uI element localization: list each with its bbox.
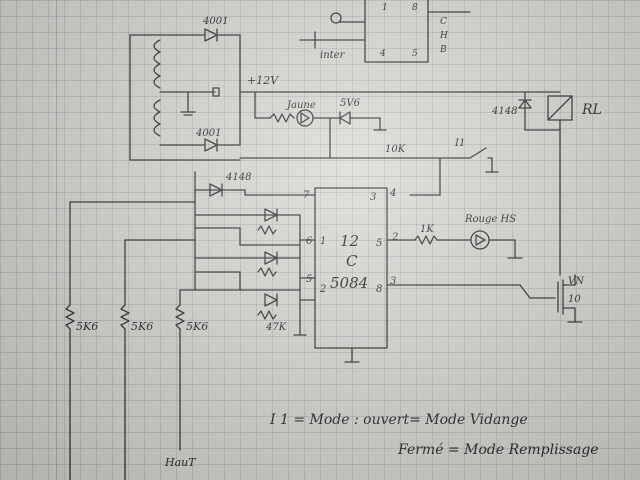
pin-6: 6: [306, 236, 313, 247]
input-network: [69, 171, 316, 336]
label-1k: 1K: [420, 224, 434, 235]
pin-7: 7: [303, 190, 310, 201]
label-rouge: Rouge HS: [464, 214, 516, 225]
ic-text-1: 12: [340, 232, 359, 250]
label-supply: +12V: [247, 74, 279, 87]
top-connector: [299, 0, 471, 63]
pin-out-5: 5: [376, 238, 382, 249]
note-line-2: Fermé = Mode Remplissage: [397, 442, 599, 458]
label-mosfet-num: 10: [568, 294, 581, 305]
label-47k: 47K: [265, 322, 287, 333]
ic-text-2: C: [346, 252, 358, 270]
output-led-circuit: [386, 230, 523, 259]
label-top-b: B: [439, 45, 447, 55]
transformer-coils: [129, 34, 241, 161]
label-4148-ic: 4148: [225, 172, 251, 183]
label-4148-relay: 4148: [491, 106, 517, 117]
label-top-h: H: [439, 31, 448, 41]
label-top-5: 5: [412, 49, 418, 59]
label-haut: HauT: [164, 456, 197, 469]
label-inter: inter: [320, 50, 346, 61]
rectifier-diodes: [180, 28, 241, 152]
ic-body: [314, 187, 388, 349]
pin-1: 1: [320, 236, 326, 247]
label-top-c: C: [440, 17, 447, 27]
label-zener: 5V6: [340, 98, 361, 109]
label-5k6-a: 5K6: [76, 320, 98, 333]
label-relay: RL: [581, 102, 602, 118]
label-i1: I1: [454, 138, 465, 149]
margin-line: [56, 0, 57, 480]
component-labels: 4001 4001 +12V Jaune 5V6 4148 RL 10K I1 …: [76, 3, 602, 469]
pin-out-3: 3: [390, 276, 396, 287]
label-led-jaune: Jaune: [285, 100, 316, 111]
note-line-1: I 1 = Mode : ouvert= Mode Vidange: [269, 412, 528, 428]
pin-8: 8: [376, 284, 382, 295]
ic-text-3: 5084: [330, 274, 368, 292]
mode-notes: I 1 = Mode : ouvert= Mode Vidange Fermé …: [269, 412, 599, 458]
label-10k: 10K: [385, 144, 406, 155]
pin-out-2: 2: [391, 232, 398, 243]
switch-i1: [409, 147, 499, 196]
label-4001-top: 4001: [202, 16, 228, 27]
pin-2: 2: [319, 284, 326, 295]
sensor-lines: [65, 201, 196, 480]
label-4001-bottom: 4001: [195, 128, 221, 139]
label-5k6-b: 5K6: [131, 320, 153, 333]
label-top-4: 4: [379, 49, 386, 59]
pin-4: 4: [389, 188, 396, 199]
relay-section: [518, 91, 573, 276]
pin-3: 3: [370, 192, 376, 203]
mosfet: [386, 274, 583, 323]
pin-5: 5: [306, 274, 312, 285]
label-5k6-c: 5K6: [186, 320, 208, 333]
supply-rail: [239, 91, 561, 159]
label-top-8: 8: [412, 3, 418, 13]
label-mosfet: VN: [568, 276, 585, 287]
label-top-1: 1: [382, 3, 388, 13]
ic-labels: 12 C 5084 7 3 4 6 1 5 2 5 2 3 8: [303, 188, 398, 295]
